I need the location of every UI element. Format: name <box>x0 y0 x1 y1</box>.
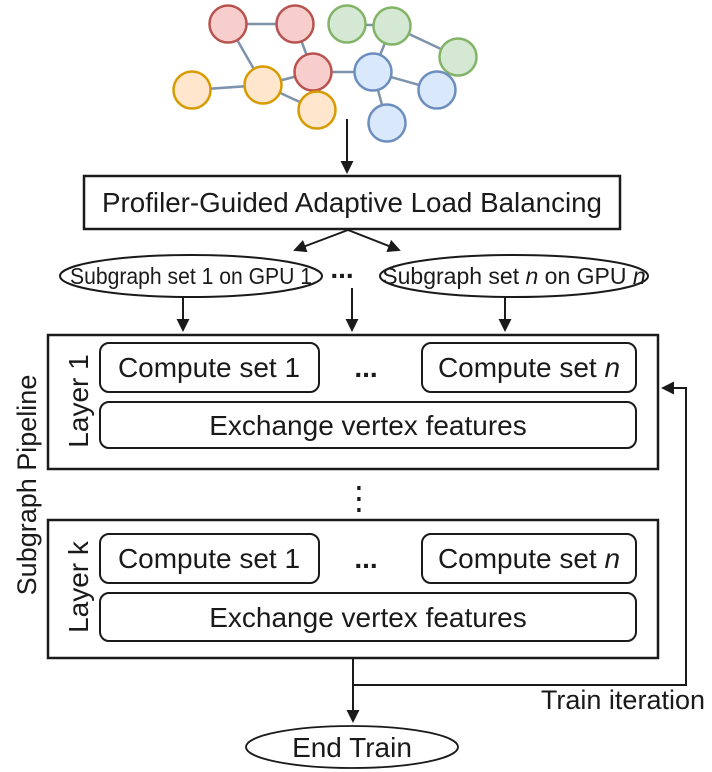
layer1-compute-set-n-box <box>421 342 637 393</box>
between-layers-ellipsis: ⋮ <box>343 479 375 517</box>
layerk-compute-set-n-label: Compute set n <box>438 543 620 574</box>
input-graph-nodes <box>172 4 478 143</box>
pipeline-side-label: Subgraph Pipeline <box>12 375 42 596</box>
profiler-label: Profiler-Guided Adaptive Load Balancing <box>102 187 602 218</box>
layerk-label: Layer k <box>63 540 94 633</box>
arrow-profiler-to-setn <box>347 229 401 253</box>
subgraph-set-n-label-part: on GPU <box>538 263 633 289</box>
compute-set-n-var: n <box>604 543 620 574</box>
layerk-compute-set-1-label: Compute set 1 <box>118 543 300 574</box>
train-iteration-label: Train iteration <box>541 685 705 715</box>
layerk-exchange-box <box>99 592 637 642</box>
layerk-compute-set-n-box <box>421 533 637 584</box>
graph-node-red <box>293 52 333 92</box>
graph-node-orange <box>172 70 212 110</box>
layer1-label: Layer 1 <box>63 354 94 447</box>
graph-node-red <box>208 4 248 44</box>
layerk-compute-set-1-box <box>99 533 320 584</box>
layer1-exchange-label: Exchange vertex features <box>209 410 527 441</box>
graph-node-green <box>372 6 412 46</box>
graph-node-blue <box>367 103 407 143</box>
graph-node-green <box>438 37 478 77</box>
subgraph-set-1-ellipse <box>59 254 323 298</box>
layer1-compute-set-n-label: Compute set n <box>438 352 620 383</box>
end-train-ellipse <box>245 725 459 769</box>
subgraph-set-n-var: n <box>633 263 646 289</box>
compute-set-n-part: Compute set <box>438 352 605 383</box>
layer1-compute-set-1-box <box>99 342 320 393</box>
layerk-exchange-label: Exchange vertex features <box>209 602 527 633</box>
subgraph-set-n-label: Subgraph set n on GPU n <box>382 263 645 289</box>
arrow-profiler-to-set1 <box>293 229 349 253</box>
gpu-sets-ellipsis: ... <box>330 253 353 284</box>
graph-node-red <box>275 4 315 44</box>
graph-node-orange <box>297 90 337 130</box>
graph-node-blue <box>417 70 457 110</box>
compute-set-n-part: Compute set <box>438 543 605 574</box>
subgraph-set-1-label: Subgraph set 1 on GPU 1 <box>70 263 312 289</box>
profiler-box <box>82 174 622 231</box>
layer1-exchange-box <box>99 401 637 449</box>
graph-node-green <box>327 4 367 44</box>
layer1-compute-set-1-label: Compute set 1 <box>118 352 300 383</box>
subgraph-set-n-ellipse <box>379 254 649 298</box>
subgraph-set-n-label-part: Subgraph set <box>382 263 525 289</box>
end-train-label: End Train <box>292 732 412 763</box>
graph-node-orange <box>243 65 283 105</box>
compute-set-n-var: n <box>604 352 620 383</box>
subgraph-set-n-var: n <box>526 263 539 289</box>
layer1-compute-ellipsis: ... <box>354 352 377 383</box>
graph-node-blue <box>353 52 393 92</box>
layerk-compute-ellipsis: ... <box>354 543 377 574</box>
feedback-loop-arrow <box>353 381 687 686</box>
